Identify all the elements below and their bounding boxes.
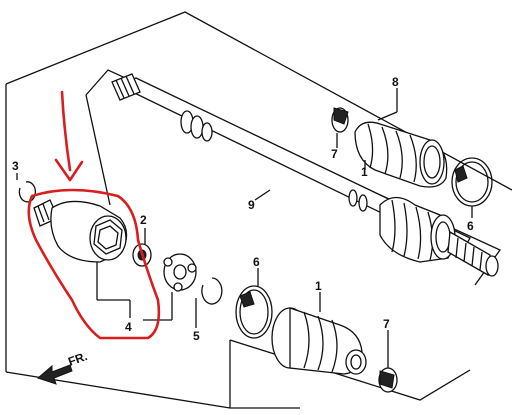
snap-ring: [18, 181, 37, 203]
callouts: 8 7 1 9 6 3 2 4 5 6 1 7: [12, 75, 474, 343]
inboard-cv-housing: [33, 199, 128, 263]
assembly-frame: [5, 11, 512, 409]
shaft-grooves: [348, 189, 368, 212]
callout-4: 4: [125, 320, 132, 334]
highlight-outline: [27, 188, 161, 340]
leader-lines: [16, 88, 473, 368]
callout-6-lower: 6: [253, 255, 260, 269]
direction-label: FR.: [66, 349, 89, 369]
clamp-upper-large: [451, 157, 493, 207]
stop-ring: [201, 277, 223, 305]
outer-cv-joint: [379, 196, 499, 277]
clamp-lower-large: [235, 285, 273, 339]
callout-6-upper: 6: [467, 219, 474, 233]
boot-upper: [354, 121, 448, 188]
callout-8: 8: [392, 75, 399, 89]
callout-2: 2: [140, 213, 147, 227]
boot-lower: [271, 307, 367, 375]
shaft-collar: [180, 110, 213, 142]
callout-1-lower: 1: [315, 279, 322, 293]
clamp-lower-small: [378, 367, 398, 393]
callout-7-lower: 7: [383, 317, 390, 331]
callout-9: 9: [248, 198, 255, 212]
callout-1-upper: 1: [361, 165, 368, 179]
callout-5: 5: [193, 329, 200, 343]
callout-3: 3: [12, 159, 19, 173]
red-highlight-annotation: [27, 90, 161, 340]
forward-direction-indicator: FR.: [37, 349, 89, 385]
clamp-upper-small: [331, 107, 349, 133]
arrow-forward-icon: [37, 364, 73, 385]
tripod-spider: [163, 253, 197, 292]
arrow-down-icon: [54, 90, 84, 182]
left-spline: [111, 73, 141, 101]
callout-7-upper: 7: [331, 147, 338, 161]
